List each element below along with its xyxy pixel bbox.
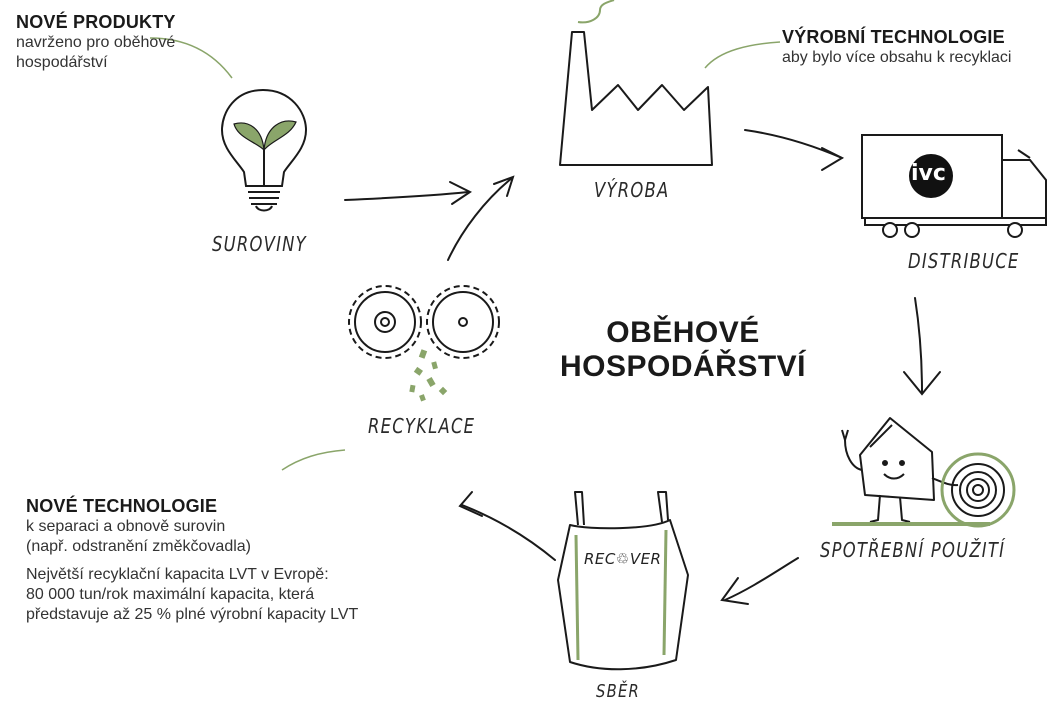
arrow-distribution-to-use xyxy=(903,297,941,396)
note-production-tech: VÝROBNÍ TECHNOLOGIE aby bylo více obsahu… xyxy=(782,27,1011,68)
stage-label-consumer-use: SPOTŘEBNÍ POUŽITÍ xyxy=(820,538,1006,562)
stage-label-collection: SBĚR xyxy=(596,681,640,702)
note-new-products-title: NOVÉ PRODUKTY xyxy=(16,12,176,32)
note-production-tech-line-1: aby bylo více obsahu k recyklaci xyxy=(782,49,1012,66)
arrow-recycling-to-raw xyxy=(447,175,515,261)
collection-bag-icon xyxy=(557,491,689,671)
house-character-icon xyxy=(832,417,1016,528)
note-new-products: NOVÉ PRODUKTY navrženo pro oběhové hospo… xyxy=(16,12,176,73)
note-new-tech-extra-1: Největší recyklační kapacita LVT v Evrop… xyxy=(26,566,329,583)
cycle-arrows xyxy=(344,129,941,605)
ivc-logo xyxy=(909,154,953,198)
arrow-production-to-distribution xyxy=(744,129,845,171)
note-new-tech-line-2: (např. odstranění změkčovadla) xyxy=(26,538,251,555)
callout-line-new-products xyxy=(149,37,233,79)
note-new-tech-extra-3: představuje až 25 % plné výrobní kapacit… xyxy=(26,606,359,623)
shredded-particles xyxy=(409,349,448,402)
stage-label-distribution: DISTRIBUCE xyxy=(908,249,1020,273)
arrow-raw-to-production xyxy=(344,181,472,205)
arrow-use-to-collection xyxy=(720,557,799,605)
recycling-shredder-icon xyxy=(348,285,500,402)
note-new-tech: NOVÉ TECHNOLOGIE k separaci a obnově sur… xyxy=(26,496,358,625)
center-title-line-1: OBĚHOVÉ xyxy=(606,316,760,349)
smoke-icon xyxy=(577,0,615,24)
stage-label-recycling: RECYKLACE xyxy=(368,414,476,438)
truck-icon xyxy=(861,134,1047,238)
stage-label-raw-materials: SUROVINY xyxy=(212,232,307,256)
note-new-products-line-2: hospodářství xyxy=(16,54,108,71)
truck-logo-text: ivc xyxy=(911,161,946,186)
factory-icon xyxy=(559,31,713,166)
note-new-products-line-1: navrženo pro oběhové xyxy=(16,34,176,51)
note-new-tech-extra-2: 80 000 tun/rok maximální kapacita, která xyxy=(26,586,315,603)
stage-label-production: VÝROBA xyxy=(594,178,670,202)
note-production-tech-title: VÝROBNÍ TECHNOLOGIE xyxy=(782,27,1005,47)
center-title-line-2: HOSPODÁŘSTVÍ xyxy=(559,350,807,383)
note-new-tech-line-1: k separaci a obnově surovin xyxy=(26,518,226,535)
bag-label: REC♲VER xyxy=(584,550,662,568)
arrow-collection-to-recycling xyxy=(458,491,556,561)
light-bulb-icon xyxy=(220,88,308,212)
callout-line-new-tech xyxy=(281,449,346,471)
center-title: OBĚHOVÉ HOSPODÁŘSTVÍ xyxy=(552,316,814,384)
note-new-tech-title: NOVÉ TECHNOLOGIE xyxy=(26,496,218,516)
callout-line-production-tech xyxy=(704,41,781,69)
